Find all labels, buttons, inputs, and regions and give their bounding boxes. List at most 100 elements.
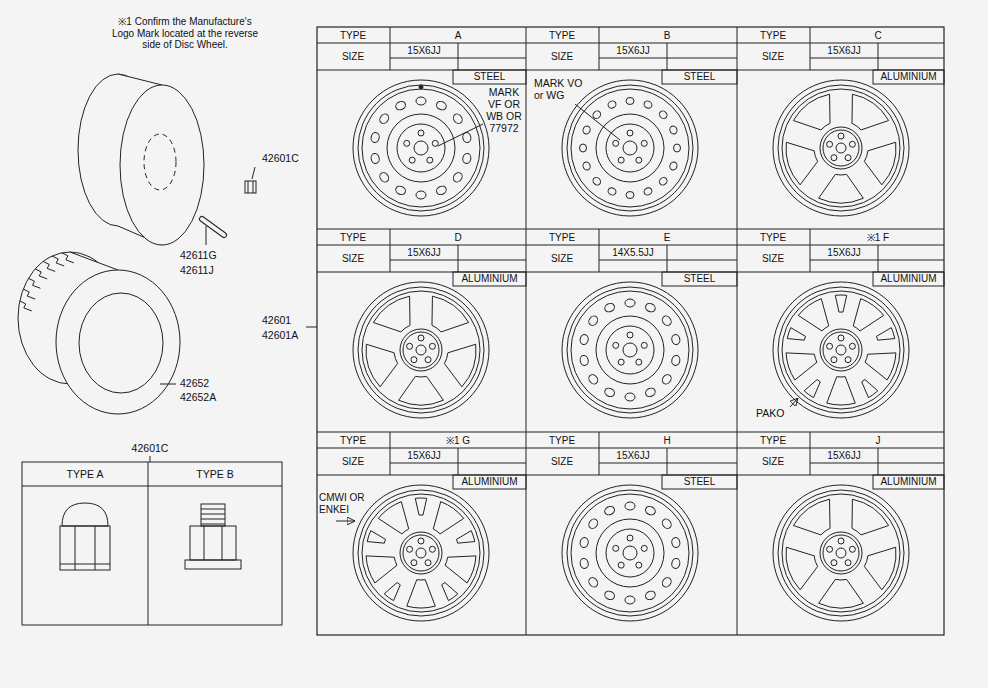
lug-hole (831, 155, 837, 161)
alloy-wheel (353, 485, 489, 621)
center-bore (836, 548, 846, 558)
vent-hole (644, 302, 656, 314)
size-header: SIZE (551, 51, 573, 63)
vent-hole (370, 132, 380, 144)
size-value: 15X6JJ (407, 247, 440, 258)
vent-hole (644, 387, 656, 399)
size-value: 15X6JJ (827, 45, 860, 57)
spoke-window (804, 380, 820, 398)
size-header: SIZE (342, 253, 364, 265)
lug-hole (641, 342, 647, 348)
wheel-outline (820, 127, 862, 169)
wheel-outline (571, 89, 689, 207)
size-header: SIZE (342, 456, 364, 467)
leader-line (252, 167, 255, 179)
rule-line (810, 229, 811, 272)
vent-hole (378, 171, 390, 184)
material-box (662, 272, 737, 286)
type-header: TYPE (549, 232, 575, 243)
part-number: 42611G (180, 249, 217, 261)
spoke-window (786, 353, 817, 380)
material-box (662, 70, 737, 84)
vent-hole (644, 505, 656, 517)
wheel-outline (823, 130, 859, 166)
part-number: 42601A (262, 329, 298, 341)
rule-line (317, 229, 944, 230)
wheel-outline (606, 326, 654, 374)
callout-leaders (336, 104, 798, 521)
material-label: STEEL (684, 71, 716, 82)
steel-wheel (562, 485, 698, 621)
rule-line (737, 448, 944, 449)
rule-line (737, 245, 944, 246)
vent-hole (603, 387, 615, 399)
tread-mark (20, 301, 32, 311)
acorn-nut (62, 503, 108, 526)
leader-arrow (790, 398, 798, 407)
type-header: TYPE (760, 30, 786, 42)
lug-hole (411, 357, 417, 363)
rule-line (390, 463, 526, 464)
wheel-outline (596, 519, 664, 587)
vent-hole (661, 517, 673, 530)
rule-line (390, 229, 391, 272)
wheel-outline (567, 85, 693, 211)
rule-line (458, 245, 459, 272)
lug-hole (627, 332, 633, 338)
vent-hole (626, 98, 634, 105)
part-number: 42652 (180, 377, 209, 389)
wheel-outline (400, 329, 442, 371)
size-header: SIZE (342, 253, 364, 264)
lug-hole (425, 357, 431, 363)
spoke-window (442, 583, 458, 601)
type-letter: ※1 F (867, 232, 889, 244)
spoke-window (367, 531, 385, 544)
type-label: TYPE B (196, 468, 233, 480)
wheel-outline (403, 332, 439, 368)
vent-hole (625, 393, 635, 401)
type-letter: ※1 G (446, 435, 470, 446)
rule-line (810, 463, 944, 464)
type-letter: H (663, 435, 670, 446)
size-value: 15X6JJ (407, 45, 440, 57)
lug-hole (838, 335, 844, 341)
tread-mark (62, 253, 74, 263)
lug-hole (618, 562, 624, 568)
size-value: 15X6JJ (827, 450, 860, 462)
vent-hole (603, 505, 615, 517)
lug-hole (418, 130, 424, 136)
tread-mark (35, 269, 47, 279)
rule-line (22, 486, 282, 487)
size-header: SIZE (342, 51, 364, 63)
valve-hole (419, 85, 423, 89)
lug-hole (636, 157, 642, 163)
lug-hole (627, 130, 633, 136)
spoke-window (862, 380, 878, 398)
material-label: ALUMINIUM (461, 273, 517, 284)
part-number: 42601C (132, 442, 169, 454)
vent-hole (626, 192, 634, 199)
wheel-outline (778, 85, 904, 211)
lug-hole (831, 560, 837, 566)
flange-nut (190, 526, 236, 560)
leader-arrow (336, 521, 355, 522)
type-letter: J (876, 435, 881, 447)
vent-hole (394, 100, 406, 112)
rule-line (599, 260, 737, 261)
wheel-outline (778, 287, 904, 413)
wheel-outline (823, 332, 859, 368)
material-label: STEEL (684, 476, 716, 487)
flange-nut (201, 509, 225, 510)
size-value: 15X6JJ (827, 450, 860, 461)
lug-hole (411, 560, 417, 566)
wheel-outline (773, 282, 909, 418)
vent-hole (643, 187, 653, 197)
wheel-outline (782, 291, 900, 409)
size-header: SIZE (551, 253, 573, 264)
lug-hole (427, 157, 433, 163)
lug-hole (827, 141, 833, 147)
rule-line (810, 260, 944, 261)
wheel-outline (362, 494, 480, 612)
flange-nut (222, 526, 223, 560)
vent-hole (644, 590, 656, 602)
